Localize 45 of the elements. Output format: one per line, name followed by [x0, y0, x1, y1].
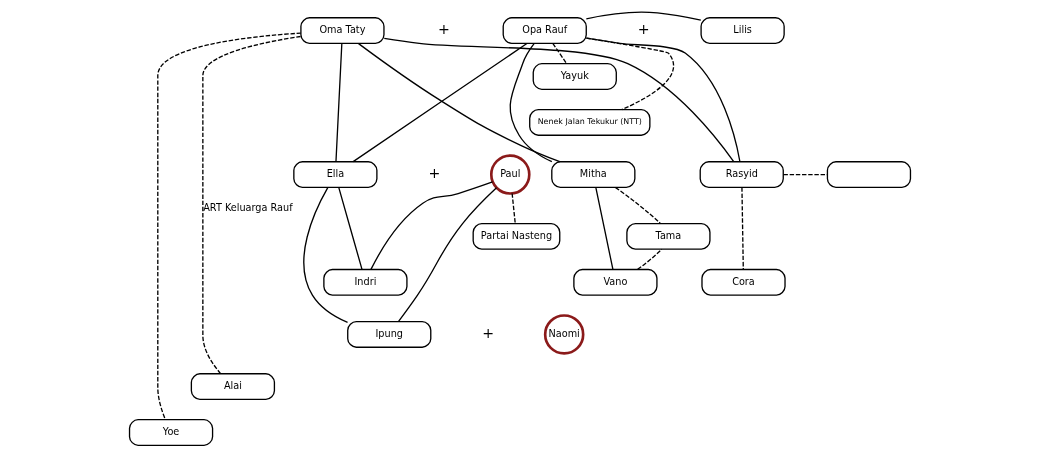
node-box: Alai — [190, 373, 275, 401]
node-box: Cora — [700, 268, 786, 296]
node-box: Oma Taty — [299, 17, 385, 45]
connector — [636, 248, 662, 271]
label: + — [637, 20, 650, 37]
connector — [740, 186, 744, 271]
node-box: Ella — [292, 161, 378, 189]
node-box: Vano — [572, 268, 658, 296]
node-box — [826, 161, 911, 189]
node-circle: Paul — [489, 154, 531, 195]
connector — [551, 42, 567, 65]
connector — [352, 42, 528, 163]
connector — [585, 37, 741, 163]
connector — [337, 186, 363, 271]
connector — [509, 42, 553, 163]
connector — [397, 187, 497, 323]
node-box: Partai Nasteng — [472, 222, 560, 250]
connector — [782, 173, 828, 176]
connector — [357, 42, 560, 163]
node-box: Yayuk — [532, 63, 617, 90]
label: + — [481, 324, 494, 341]
edge-label: ART Keluarga Rauf — [202, 202, 293, 214]
node-box: Mitha — [550, 161, 635, 189]
connector — [201, 35, 301, 375]
node-box: Lilis — [699, 17, 785, 45]
connector — [585, 37, 674, 111]
node-box: Ipung — [346, 320, 431, 348]
connector — [510, 192, 516, 225]
connector — [383, 37, 734, 163]
node-circle: Naomi — [543, 314, 584, 355]
connector — [302, 187, 348, 324]
connector — [585, 11, 701, 21]
node-box: Tama — [625, 222, 711, 250]
node-box: Nenek Jalan Tekukur (NTT) — [528, 108, 651, 136]
label: + — [427, 164, 440, 181]
connector — [594, 186, 614, 271]
connector — [156, 32, 301, 421]
connector — [369, 181, 493, 271]
node-box: Rasyid — [699, 161, 784, 189]
label: + — [437, 20, 450, 37]
connector — [614, 186, 661, 225]
node-box: Opa Rauf — [502, 17, 587, 45]
node-box: Indri — [322, 268, 408, 296]
node-box: Yoe — [128, 419, 213, 446]
connector — [334, 42, 342, 163]
